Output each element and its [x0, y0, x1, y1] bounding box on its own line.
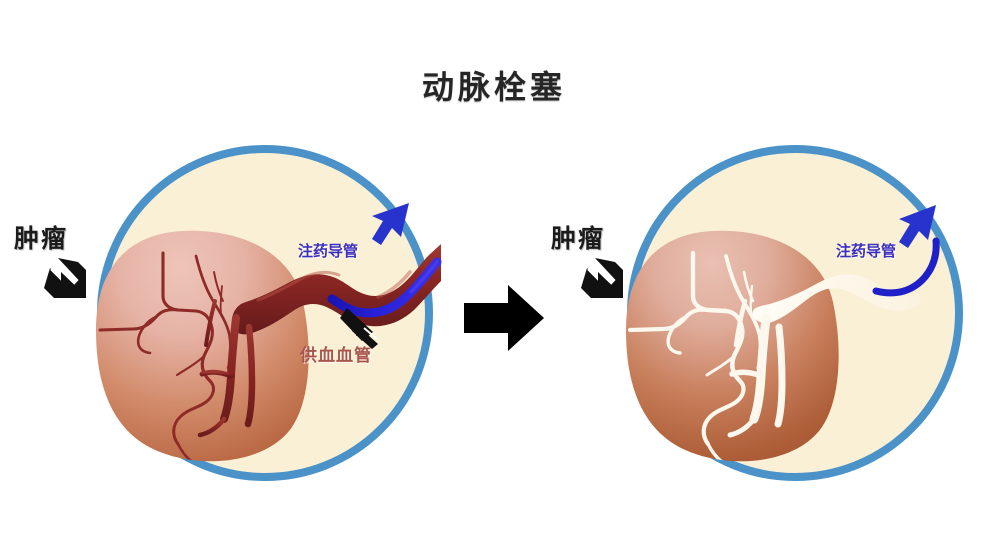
blue-arrow-down-left-icon	[372, 203, 409, 245]
small-arrow-up-left-icon	[340, 308, 378, 349]
catheter-before	[327, 257, 442, 318]
panel-before	[44, 145, 442, 481]
right-arrow-icon	[464, 285, 544, 351]
striped-arrow-down-right-icon	[44, 258, 86, 298]
catheter-after	[872, 237, 940, 297]
striped-arrow-down-right-icon-after	[581, 258, 623, 298]
panel-after	[581, 145, 963, 481]
page-title: 动脉栓塞	[421, 68, 566, 106]
label-tumor-before: 肿瘤	[14, 224, 69, 253]
embolized-artery-after	[727, 274, 921, 438]
label-tumor-after: 肿瘤	[551, 224, 606, 253]
label-feeding-vessel-before: 供血血管	[300, 346, 372, 366]
blue-arrow-down-left-icon-after	[899, 205, 936, 248]
label-catheter-after: 注药导管	[836, 242, 897, 260]
tumor-mass-before	[96, 230, 309, 462]
tumor-mass-after	[626, 230, 839, 462]
label-catheter-before: 注药导管	[298, 242, 359, 260]
